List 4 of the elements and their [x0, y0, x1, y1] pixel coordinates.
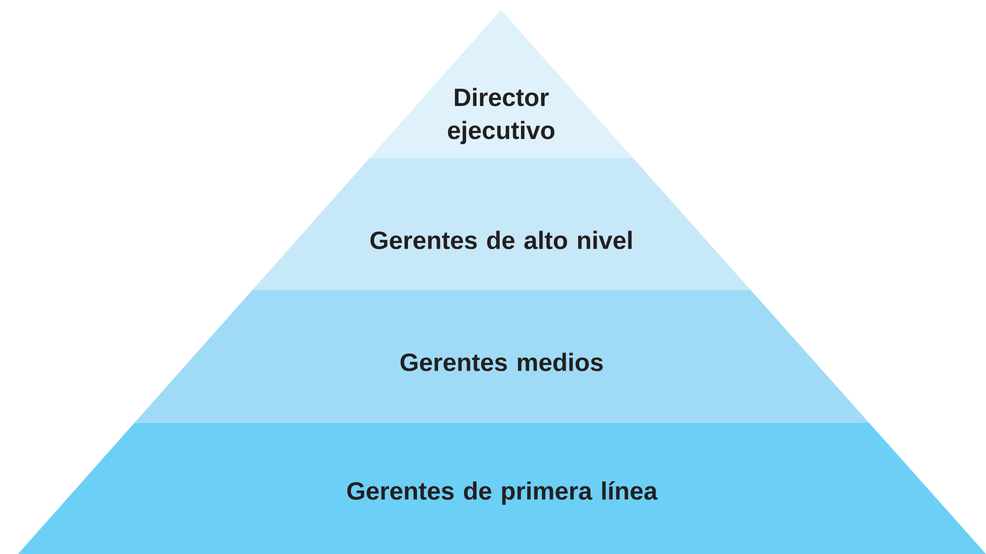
pyramid-tier: Gerentes medios [134, 290, 870, 423]
pyramid-tier: Director ejecutivo [370, 10, 633, 158]
pyramid-tier: Gerentes de primera línea [18, 422, 986, 554]
pyramid-tier: Gerentes de alto nivel [252, 158, 751, 290]
